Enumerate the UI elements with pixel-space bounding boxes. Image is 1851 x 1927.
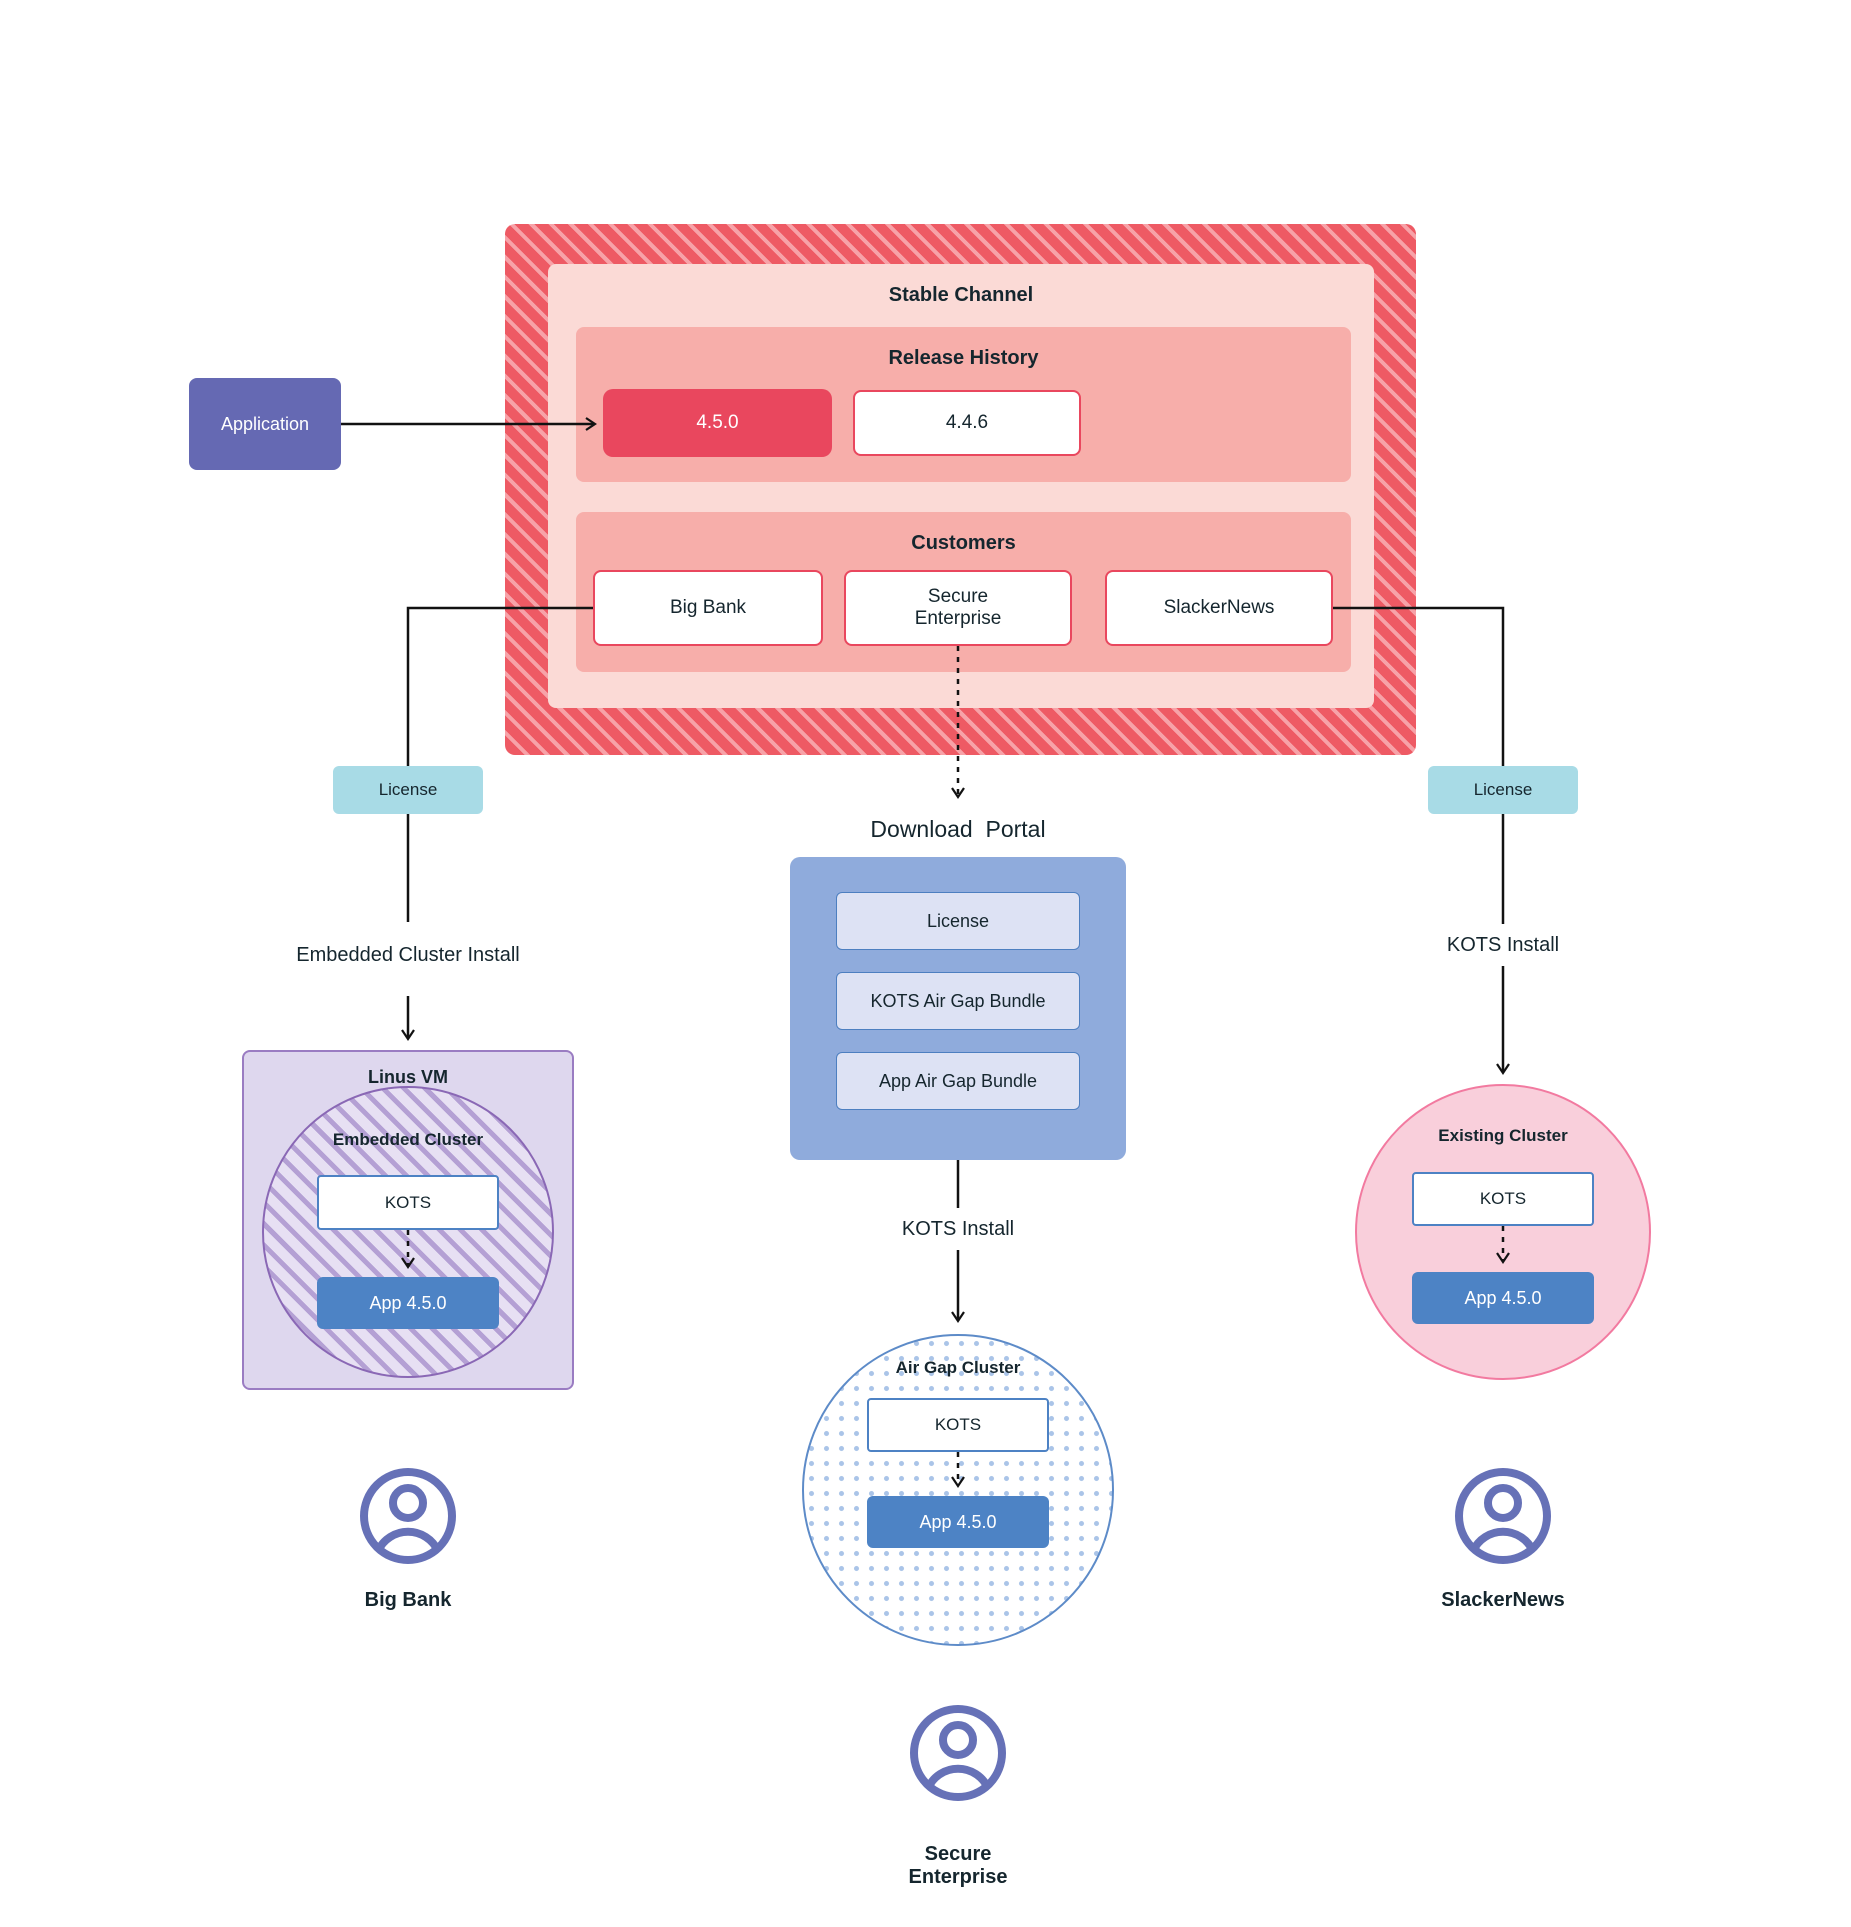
customer-secure-enterprise: Secure Enterprise [844,570,1072,646]
application-box: Application [189,378,341,470]
kots-install-label-right: KOTS Install [1446,933,1560,956]
release-history-label: Release History [888,346,1039,369]
big-bank-persona-label: Big Bank [364,1588,452,1611]
license-chip-left: License [333,766,483,814]
release-4-5-0: 4.5.0 [603,389,832,457]
air-gap-cluster-circle [802,1334,1114,1646]
existing-cluster-label: Existing Cluster [1438,1126,1568,1145]
customers-label: Customers [911,531,1016,554]
customer-big-bank: Big Bank [593,570,823,646]
kots-install-label-middle: KOTS Install [901,1217,1015,1240]
user-icon-secure-enterprise [908,1703,1008,1803]
slackernews-persona-label: SlackerNews [1441,1588,1565,1611]
portal-license-item: License [836,892,1080,950]
secure-enterprise-persona-label: Secure Enterprise [908,1843,1008,1888]
app-box-left: App 4.5.0 [317,1277,499,1329]
user-icon-slackernews [1453,1466,1553,1566]
kots-box-left: KOTS [317,1175,499,1230]
app-box-middle: App 4.5.0 [867,1496,1049,1548]
kots-box-middle: KOTS [867,1398,1049,1452]
embedded-cluster-circle [262,1086,554,1378]
download-portal-title: Download Portal [870,815,1046,842]
portal-kots-airgap-item: KOTS Air Gap Bundle [836,972,1080,1030]
portal-app-airgap-item: App Air Gap Bundle [836,1052,1080,1110]
linus-vm-label: Linus VM [368,1066,448,1087]
kots-box-right: KOTS [1412,1172,1594,1226]
stable-channel-label: Stable Channel [888,283,1034,306]
app-box-right: App 4.5.0 [1412,1272,1594,1324]
air-gap-cluster-label: Air Gap Cluster [895,1358,1021,1377]
existing-cluster-circle [1355,1084,1651,1380]
user-icon [910,1705,1006,1801]
embedded-cluster-label: Embedded Cluster [332,1130,484,1149]
customer-slackernews: SlackerNews [1105,570,1333,646]
user-icon [1455,1468,1551,1564]
release-4-4-6: 4.4.6 [853,390,1081,456]
user-icon-big-bank [358,1466,458,1566]
user-icon [360,1468,456,1564]
embedded-cluster-install-label: Embedded Cluster Install [296,943,520,966]
license-chip-right: License [1428,766,1578,814]
